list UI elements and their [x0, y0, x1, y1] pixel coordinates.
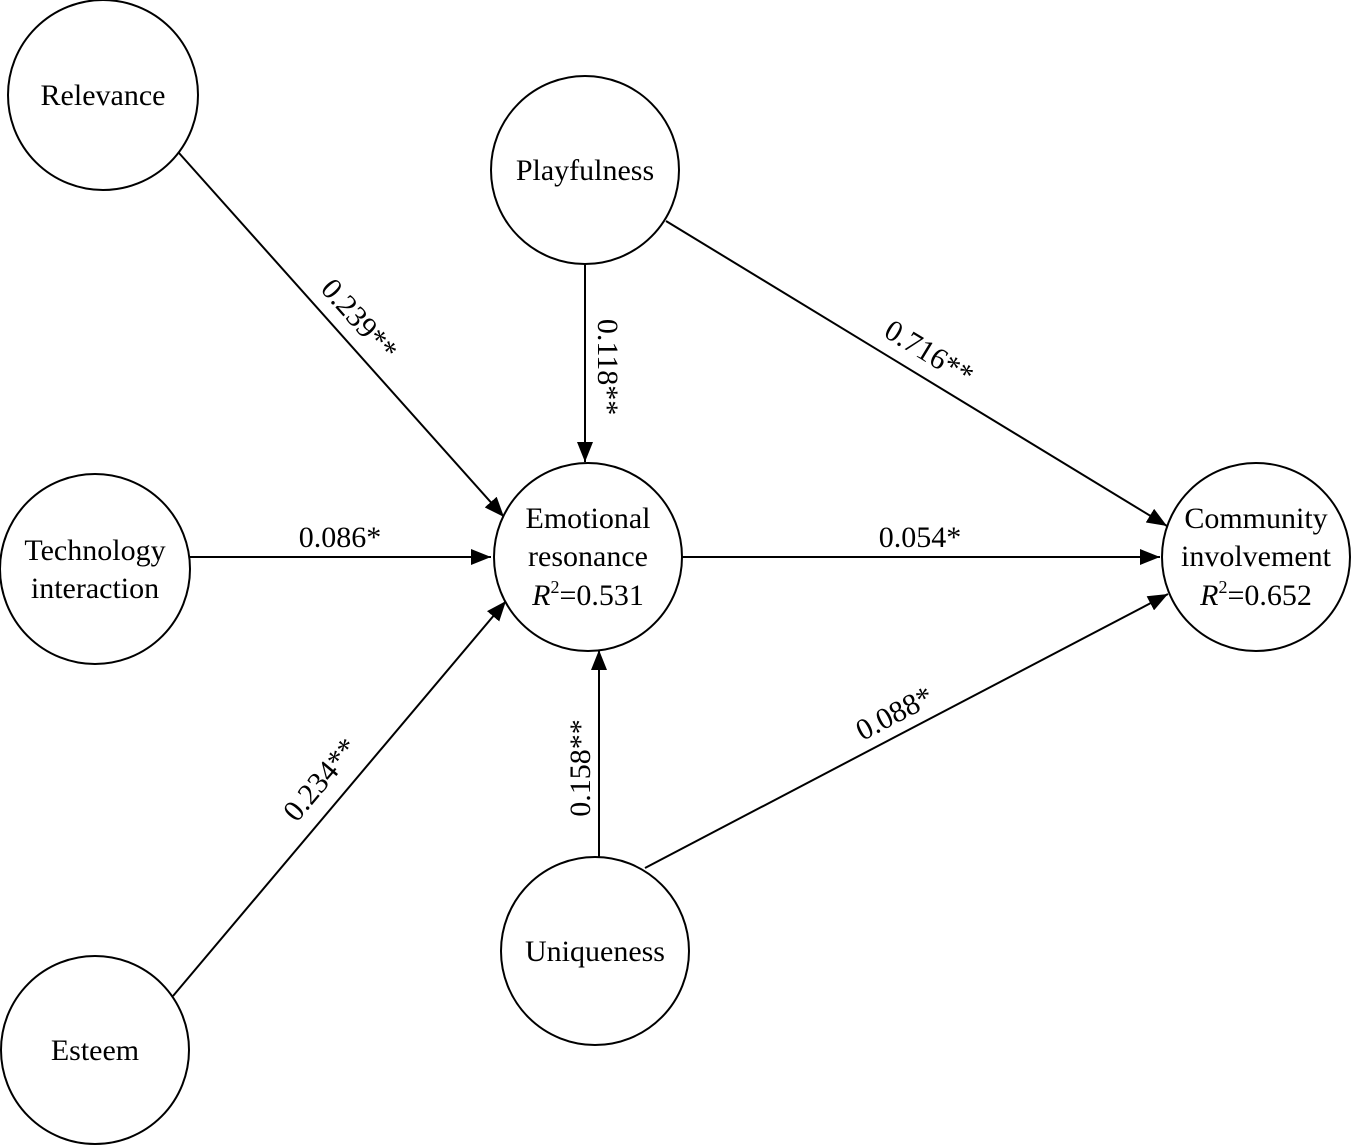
node-playfulness: Playfulness	[490, 75, 680, 265]
edge-label-technology-emotional: 0.086*	[299, 521, 382, 554]
edge-playfulness-community	[665, 220, 1168, 527]
node-community-line2: involvement	[1181, 540, 1332, 573]
node-community-involvement: Community involvement R2=0.652	[1161, 462, 1351, 652]
node-esteem: Esteem	[0, 955, 190, 1145]
node-uniqueness-label: Uniqueness	[525, 935, 665, 968]
edge-esteem-emotional	[172, 600, 507, 997]
edge-relevance-emotional	[178, 152, 505, 518]
node-emotional-line2: resonance	[528, 540, 648, 573]
node-emotional-resonance: Emotional resonance R2=0.531	[493, 462, 683, 652]
node-technology-line1: Technology	[24, 534, 165, 567]
node-uniqueness: Uniqueness	[500, 856, 690, 1046]
node-emotional-line1: Emotional	[526, 502, 651, 535]
node-relevance: Relevance	[7, 0, 199, 191]
node-playfulness-label: Playfulness	[516, 154, 654, 187]
node-relevance-label: Relevance	[41, 79, 166, 112]
edge-label-esteem-emotional: 0.234**	[277, 732, 365, 828]
edge-label-playfulness-emotional: 0.118**	[591, 319, 624, 415]
node-technology-interaction: Technology interaction	[0, 473, 191, 665]
node-technology-line2: interaction	[31, 572, 159, 605]
node-esteem-label: Esteem	[51, 1034, 139, 1067]
edge-label-uniqueness-emotional: 0.158**	[564, 719, 597, 817]
node-community-line1: Community	[1184, 502, 1327, 535]
node-emotional-r2: R2=0.531	[531, 577, 644, 612]
edge-label-emotional-community: 0.054*	[879, 521, 962, 554]
edge-uniqueness-community	[644, 593, 1169, 869]
node-community-r2: R2=0.652	[1199, 577, 1312, 612]
